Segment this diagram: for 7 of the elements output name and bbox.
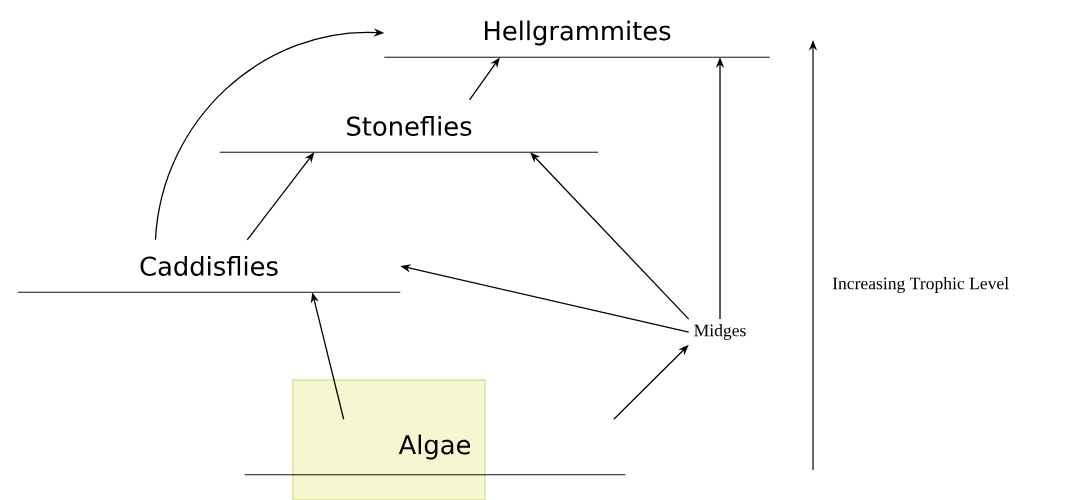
level-line-label: Caddisflies bbox=[17, 256, 401, 293]
axis-label: Increasing Trophic Level bbox=[832, 277, 1009, 293]
organism-label: Midges bbox=[694, 324, 746, 340]
level-line-label: Algae bbox=[244, 434, 626, 476]
level-line-label: Stoneflies bbox=[219, 116, 599, 153]
arrow bbox=[530, 152, 690, 320]
level-line-label: Hellgrammites bbox=[383, 20, 771, 58]
